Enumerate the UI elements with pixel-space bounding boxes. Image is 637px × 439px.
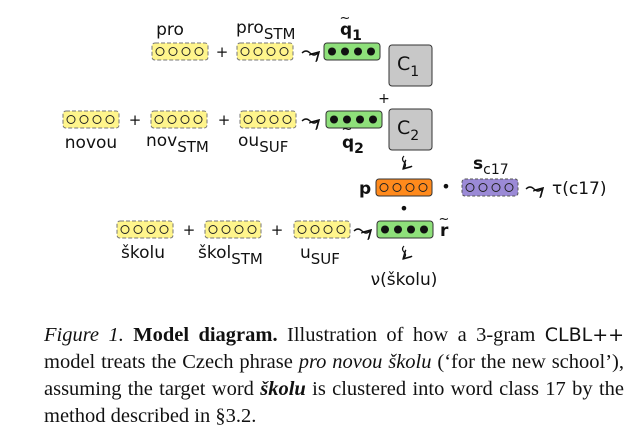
caption-target: školu	[260, 378, 306, 400]
caption-text-1: Illustration of how a 3-gram	[287, 324, 536, 346]
plus-sign: +	[378, 91, 390, 107]
label-r: r	[440, 221, 449, 241]
label-stm-sub: STM	[264, 25, 296, 43]
vector-u-suf	[293, 220, 351, 239]
label-skolu: školu	[121, 243, 165, 263]
vector-pro-stm	[236, 42, 294, 61]
tilde-q1: ~	[340, 11, 351, 26]
caption-fig-label: Figure 1.	[44, 324, 124, 346]
plus-sign: +	[271, 221, 284, 239]
vector-skolu	[116, 220, 174, 239]
tilde-r: ~	[439, 212, 450, 227]
down-arrow-to-output	[401, 245, 406, 258]
vector-r	[376, 220, 434, 239]
vector-pro	[151, 42, 209, 61]
caption-phrase: pro novou školu	[298, 351, 432, 373]
plus-sign: +	[129, 111, 142, 129]
plus-sign: +	[183, 221, 196, 239]
label-p: p	[359, 179, 371, 199]
label-s: sc17	[473, 154, 509, 178]
vector-s-c17	[461, 178, 519, 197]
label-pro-stm: proSTM	[236, 18, 295, 43]
plus-sign: +	[218, 111, 231, 129]
label-pro-stm-base: pro	[236, 18, 264, 38]
label-u-suf: uSUF	[300, 243, 340, 268]
vector-nov-stm	[150, 110, 208, 129]
vector-q2	[325, 110, 383, 129]
label-novou: novou	[65, 133, 117, 153]
label-ou-suf: ouSUF	[238, 131, 288, 156]
dot-product: •	[399, 199, 408, 218]
label-q1: q1	[340, 20, 362, 44]
model-diagram: pro + proSTM q1 ~ C1 + novou + novSTM +	[62, 11, 606, 290]
squiggle-arrow	[353, 228, 370, 233]
caption-text-2: model treats the Czech phrase	[44, 351, 293, 373]
matrix-c1: C1	[388, 44, 433, 87]
vector-q1	[323, 42, 381, 61]
vector-ou-suf	[239, 110, 297, 129]
label-nu: ν(školu)	[371, 270, 438, 290]
vector-novou	[62, 110, 120, 129]
plus-sign: +	[216, 43, 229, 61]
caption-text-4: is clustered into word class 17 by the m…	[44, 378, 625, 427]
squiggle-arrow	[525, 186, 542, 191]
squiggle-arrow	[301, 118, 318, 123]
svg-text:C2: C2	[397, 117, 419, 144]
squiggle-arrow	[301, 50, 318, 55]
label-q2: q2	[342, 133, 364, 157]
label-tau: τ(c17)	[552, 179, 606, 199]
matrix-c2: C2	[388, 108, 433, 151]
svg-text:C1: C1	[397, 53, 419, 80]
down-arrow-to-p	[401, 155, 406, 168]
vector-skol-stm	[204, 220, 262, 239]
dot-product: •	[441, 177, 450, 196]
caption-model-name: CLBL++	[544, 324, 625, 346]
figure-caption: Figure 1. Model diagram. Illustration of…	[44, 322, 624, 430]
caption-title: Model diagram.	[133, 324, 278, 346]
caption-text-3: (‘for the new school’), assuming the tar…	[44, 351, 625, 400]
tilde-q2: ~	[342, 122, 353, 137]
label-skol-stm: školSTM	[198, 243, 263, 268]
vector-p	[375, 178, 433, 197]
label-pro: pro	[156, 20, 184, 40]
label-nov-stm: novSTM	[146, 131, 209, 156]
